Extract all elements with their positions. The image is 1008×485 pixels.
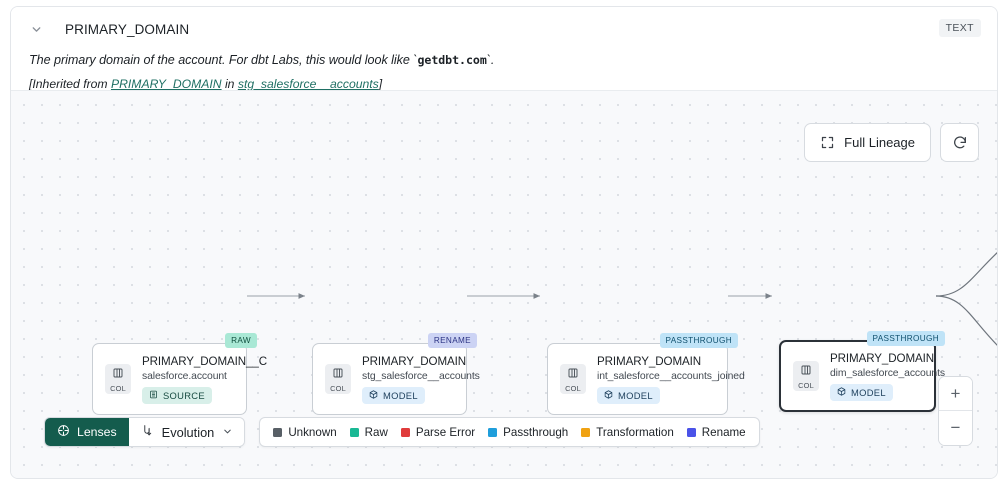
- aperture-icon: [57, 424, 70, 440]
- evolution-dropdown[interactable]: Evolution: [128, 418, 245, 446]
- full-lineage-label: Full Lineage: [844, 135, 915, 150]
- node-tag: RENAME: [427, 333, 477, 349]
- column-chip: COL: [793, 361, 819, 391]
- cube-icon: [604, 389, 613, 401]
- legend-label: Parse Error: [415, 425, 476, 439]
- node-title: PRIMARY_DOMAIN__C: [142, 354, 268, 368]
- column-icon: [567, 366, 579, 384]
- zoom-out-button[interactable]: −: [939, 411, 972, 445]
- inherited-suffix: ]: [378, 76, 383, 91]
- expand-icon: [820, 135, 835, 150]
- cube-icon: [369, 389, 378, 401]
- lineage-node-selected[interactable]: PASSTHROUGH COL PRIMARY_DOMAIN dim_sales…: [779, 331, 945, 412]
- legend-swatch-transformation: [581, 427, 591, 437]
- node-kind-pill: MODEL: [830, 383, 893, 401]
- panel-header: PRIMARY_DOMAIN TEXT The primary domain o…: [11, 7, 997, 91]
- zoom-in-button[interactable]: +: [939, 377, 972, 411]
- node-tag: PASSTHROUGH: [866, 331, 945, 347]
- column-chip: COL: [560, 364, 586, 394]
- legend-label: Rename: [701, 425, 746, 439]
- column-icon: [800, 363, 812, 381]
- legend-label: Unknown: [288, 425, 337, 439]
- legend-label: Transformation: [596, 425, 674, 439]
- node-tag: RAW: [225, 333, 257, 349]
- panel-card: PRIMARY_DOMAIN TEXT The primary domain o…: [10, 6, 998, 479]
- legend-item: Parse Error: [400, 425, 476, 439]
- lenses-button[interactable]: Lenses: [45, 418, 129, 446]
- legend-item: Transformation: [581, 426, 674, 439]
- legend-swatch-unknown: [273, 427, 283, 437]
- lineage-canvas[interactable]: Full Lineage: [11, 90, 997, 478]
- column-description: The primary domain of the account. For d…: [29, 51, 981, 70]
- zoom-controls: + −: [938, 376, 973, 446]
- type-badge: TEXT: [938, 19, 981, 37]
- full-lineage-button[interactable]: Full Lineage: [804, 123, 931, 162]
- node-subtitle: salesforce.account: [142, 370, 227, 382]
- column-chip: COL: [325, 364, 351, 394]
- lineage-node[interactable]: RENAME COL PRIMARY_DOMAIN stg_salesforce…: [312, 333, 480, 415]
- cube-icon: [837, 386, 846, 398]
- description-text: The primary domain of the account. For d…: [29, 53, 418, 67]
- lenses-label: Lenses: [77, 425, 117, 439]
- refresh-icon: [952, 135, 968, 151]
- canvas-bottom-bar: Lenses Evolution U: [44, 417, 760, 447]
- description-suffix: `.: [486, 53, 495, 67]
- node-subtitle: int_salesforce__accounts_joined: [597, 370, 745, 382]
- title-row: PRIMARY_DOMAIN: [29, 17, 981, 41]
- node-tag: PASSTHROUGH: [659, 333, 738, 349]
- lineage-legend: Unknown Raw Parse Error Passthrough: [259, 417, 760, 447]
- node-title: PRIMARY_DOMAIN: [830, 351, 935, 365]
- node-kind-label: MODEL: [851, 386, 886, 398]
- legend-swatch-rename: [686, 427, 696, 437]
- legend-label: Passthrough: [503, 425, 569, 439]
- inherited-column-link[interactable]: PRIMARY_DOMAIN: [110, 76, 222, 91]
- column-chip-label: COL: [565, 383, 581, 393]
- legend-item: Unknown: [273, 425, 337, 439]
- refresh-button[interactable]: [940, 123, 979, 162]
- lineage-node[interactable]: RAW COL PRIMARY_DOMAIN__C salesforce.acc…: [92, 333, 268, 415]
- evolution-icon: [141, 424, 154, 440]
- page-title: PRIMARY_DOMAIN: [65, 21, 190, 37]
- node-kind-label: SOURCE: [163, 389, 205, 401]
- node-kind-label: MODEL: [618, 389, 653, 401]
- legend-swatch-passthrough: [488, 427, 498, 437]
- column-chip: COL: [105, 364, 131, 394]
- node-kind-pill: MODEL: [597, 386, 660, 404]
- node-title: PRIMARY_DOMAIN: [362, 354, 467, 368]
- legend-swatch-parse-error: [400, 427, 410, 437]
- chevron-down-icon[interactable]: [29, 22, 43, 36]
- node-kind-pill: SOURCE: [142, 386, 212, 404]
- inherited-from-note: [Inherited from PRIMARY_DOMAIN in stg_sa…: [29, 76, 981, 93]
- node-body: PRIMARY_DOMAIN int_salesforce__accounts_…: [586, 354, 745, 404]
- column-chip-label: COL: [110, 383, 126, 393]
- legend-label: Raw: [364, 425, 388, 439]
- database-icon: [149, 390, 158, 401]
- column-chip-label: COL: [798, 380, 814, 390]
- chevron-down-icon: [222, 425, 233, 440]
- column-icon: [332, 366, 344, 384]
- inherited-prefix: [Inherited from: [29, 76, 111, 91]
- node-body: PRIMARY_DOMAIN__C salesforce.account SOU…: [131, 354, 268, 404]
- node-title: PRIMARY_DOMAIN: [597, 354, 702, 368]
- node-subtitle: stg_salesforce__accounts: [362, 370, 480, 382]
- evolution-label: Evolution: [161, 424, 215, 440]
- inherited-model-link[interactable]: stg_salesforce__accounts: [237, 76, 379, 91]
- canvas-toolbar: Full Lineage: [804, 123, 979, 162]
- lineage-node[interactable]: PASSTHROUGH COL PRIMARY_DOMAIN int_sales…: [547, 333, 745, 415]
- node-kind-pill: MODEL: [362, 386, 425, 404]
- lenses-control-group: Lenses Evolution: [44, 417, 246, 447]
- column-chip-label: COL: [330, 383, 346, 393]
- inherited-middle: in: [221, 76, 238, 91]
- node-body: PRIMARY_DOMAIN dim_salesforce_accounts M…: [819, 351, 945, 401]
- legend-item: Raw: [349, 425, 388, 439]
- legend-swatch-raw: [349, 427, 359, 437]
- node-subtitle: dim_salesforce_accounts: [830, 367, 945, 379]
- node-kind-label: MODEL: [383, 389, 418, 401]
- description-code: getdbt.com: [417, 53, 487, 67]
- legend-item: Rename: [686, 425, 746, 439]
- node-body: PRIMARY_DOMAIN stg_salesforce__accounts …: [351, 354, 480, 404]
- legend-item: Passthrough: [488, 426, 568, 439]
- column-icon: [112, 366, 124, 384]
